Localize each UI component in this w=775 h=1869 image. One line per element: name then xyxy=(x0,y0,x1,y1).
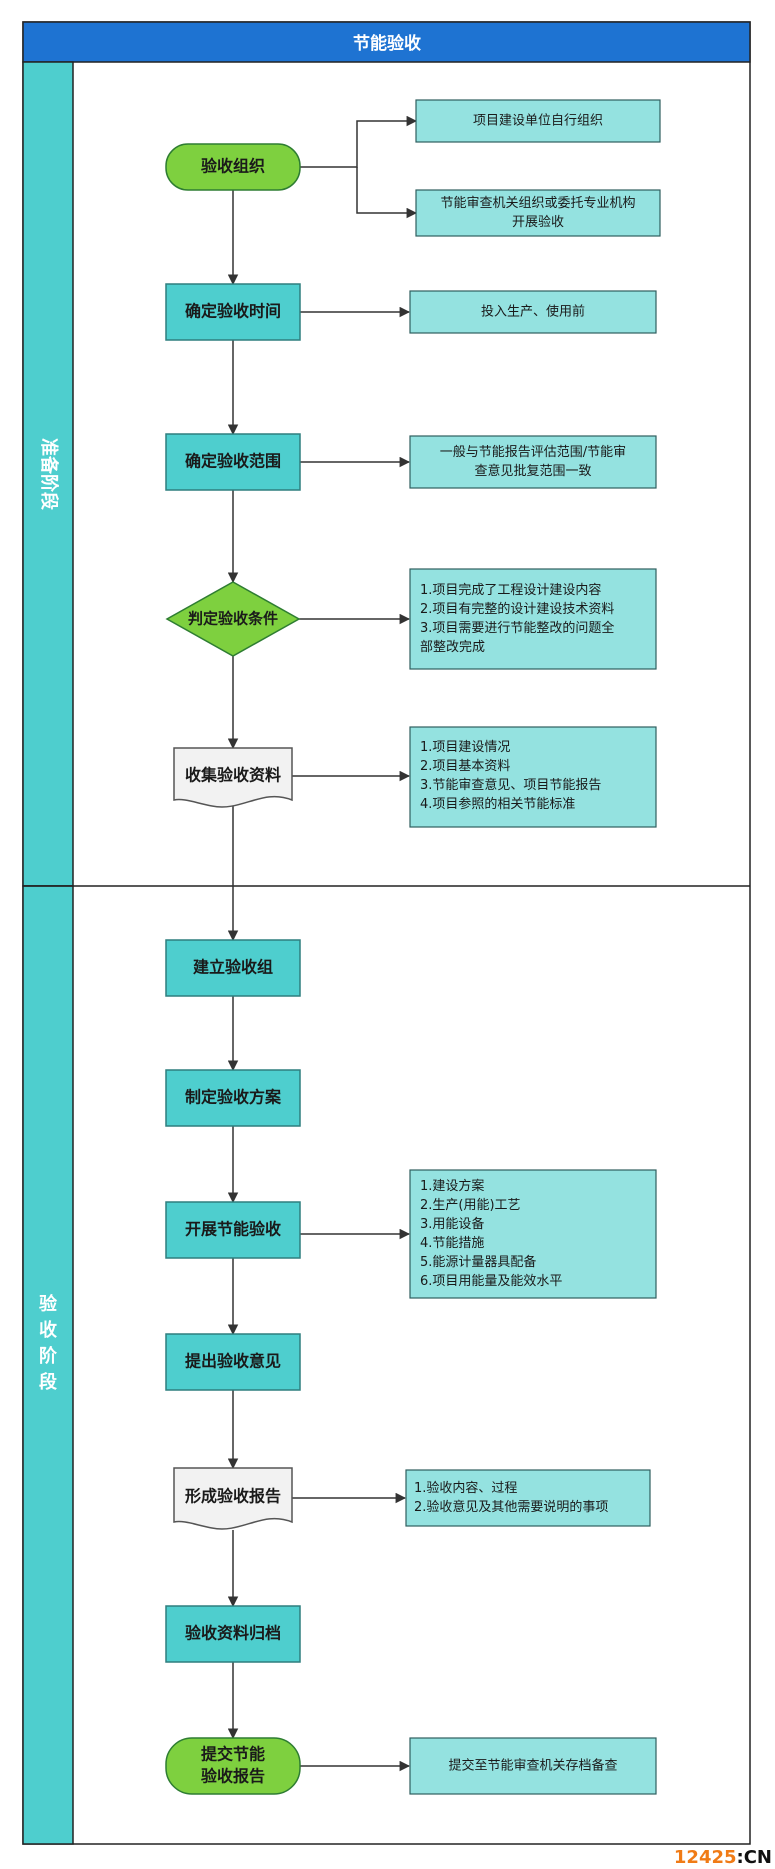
lane-accept-char: 段 xyxy=(39,1371,58,1393)
text-line: 5.能源计量器具配备 xyxy=(420,1254,536,1270)
lane-prep-band xyxy=(22,61,74,887)
text-line: 开展节能验收 xyxy=(185,1220,281,1239)
lane-accept-char: 验 xyxy=(39,1293,58,1315)
text-line: 建立验收组 xyxy=(193,958,273,977)
text-line: 收集验收资料 xyxy=(185,766,281,785)
process-node: 开展节能验收 xyxy=(165,1201,301,1259)
text-line: 形成验收报告 xyxy=(185,1487,281,1506)
text-line: 确定验收时间 xyxy=(185,302,281,321)
header-bar xyxy=(22,21,751,63)
text-line: 节能审查机关组织或委托专业机构 xyxy=(440,196,635,211)
text-line: 2.生产(用能)工艺 xyxy=(420,1198,521,1213)
text-line: 项目建设单位自行组织 xyxy=(473,114,603,129)
note-report: 1.验收内容、过程 2.验收意见及其他需要说明的事项 xyxy=(414,1480,608,1515)
note-box: 提交至节能审查机关存档备查 xyxy=(409,1737,657,1795)
note-conditions: 1.项目完成了工程设计建设内容 2.项目有完整的设计建设技术资料 3.项目需要进行节… xyxy=(420,582,614,655)
lane-accept-band xyxy=(22,885,74,1845)
node-form-report: 形成验收报告 xyxy=(185,1487,281,1506)
text-line: 1.项目建设情况 xyxy=(420,740,510,755)
text-line: 确定验收范围 xyxy=(185,452,281,471)
text-line: 提交至节能审查机关存档备查 xyxy=(448,1758,617,1774)
node-archive: 验收资料归档 xyxy=(185,1624,281,1643)
text-line: 3.项目需要进行节能整改的问题全 xyxy=(420,620,614,636)
document-node: 收集验收资料 xyxy=(173,747,293,808)
node-submit-report: 提交节能验收报告 xyxy=(201,1745,265,1786)
text-line: 4.节能措施 xyxy=(420,1236,484,1251)
text-line: 3.节能审查意见、项目节能报告 xyxy=(420,777,601,793)
note-box: 1.项目完成了工程设计建设内容 2.项目有完整的设计建设技术资料 3.项目需要进行节… xyxy=(409,568,657,670)
text-line: 部整改完成 xyxy=(420,640,485,655)
process-node: 建立验收组 xyxy=(165,939,301,997)
text-line: 4.项目参照的相关节能标准 xyxy=(420,796,575,812)
node-acceptance-org: 验收组织 xyxy=(201,157,265,176)
process-node: 验收资料归档 xyxy=(165,1605,301,1663)
text-line: 2.验收意见及其他需要说明的事项 xyxy=(414,1499,608,1515)
note-box: 1.验收内容、过程 2.验收意见及其他需要说明的事项 xyxy=(405,1469,651,1527)
note-box: 节能审查机关组织或委托专业机构开展验收 xyxy=(415,189,661,237)
note-scope: 一般与节能报告评估范围/节能审查意见批复范围一致 xyxy=(440,444,626,479)
process-node: 确定验收时间 xyxy=(165,283,301,341)
note-submit: 提交至节能审查机关存档备查 xyxy=(448,1758,617,1774)
process-node: 确定验收范围 xyxy=(165,433,301,491)
process-node: 制定验收方案 xyxy=(165,1069,301,1127)
terminal-node: 验收组织 xyxy=(165,143,301,191)
text-line: 3.用能设备 xyxy=(420,1216,484,1232)
text-line: 验收组织 xyxy=(201,157,265,176)
note-box: 一般与节能报告评估范围/节能审查意见批复范围一致 xyxy=(409,435,657,489)
text-line: 2.项目有完整的设计建设技术资料 xyxy=(420,601,614,617)
text-line: 验收资料归档 xyxy=(185,1624,281,1643)
terminal-node: 提交节能验收报告 xyxy=(165,1737,301,1795)
process-node: 提出验收意见 xyxy=(165,1333,301,1391)
diagram-title: 节能验收 xyxy=(353,33,421,54)
node-raise-opinions: 提出验收意见 xyxy=(185,1352,281,1371)
text-line: 判定验收条件 xyxy=(188,610,278,628)
node-determine-conditions: 判定验收条件 xyxy=(188,610,278,628)
text-line: 1.建设方案 xyxy=(420,1178,484,1194)
node-make-plan: 制定验收方案 xyxy=(185,1088,282,1107)
note-carry-out: 1.建设方案 2.生产(用能)工艺 3.用能设备 4.节能措施 5.能源计量器具配备 6.… xyxy=(420,1178,562,1289)
text-line: 提交节能 xyxy=(201,1745,265,1764)
note-time: 投入生产、使用前 xyxy=(481,304,585,320)
note-materials: 1.项目建设情况 2.项目基本资料 3.节能审查意见、项目节能报告 4.项目参照的相关… xyxy=(420,740,601,812)
decision-node: 判定验收条件 xyxy=(165,581,301,657)
text-line: 查意见批复范围一致 xyxy=(474,463,591,479)
text-line: 2.项目基本资料 xyxy=(420,759,510,774)
note-box: 项目建设单位自行组织 xyxy=(415,99,661,143)
watermark-number: 12425 xyxy=(674,1847,737,1868)
connectors xyxy=(227,115,418,1772)
lane-prep-label: 准备阶段 xyxy=(38,438,60,511)
node-carry-out: 开展节能验收 xyxy=(185,1220,281,1239)
text-line: 验收报告 xyxy=(201,1767,265,1786)
document-node: 形成验收报告 xyxy=(173,1467,293,1530)
text-line: 1.项目完成了工程设计建设内容 xyxy=(420,582,601,598)
node-establish-group: 建立验收组 xyxy=(193,958,273,977)
text-line: 1.验收内容、过程 xyxy=(414,1480,517,1496)
text-line: 一般与节能报告评估范围/节能审 xyxy=(440,444,626,460)
lane-accept-char: 收 xyxy=(39,1319,57,1341)
watermark-suffix: :CN xyxy=(737,1847,772,1868)
note-entrust: 节能审查机关组织或委托专业机构开展验收 xyxy=(440,196,635,230)
text-line: 开展验收 xyxy=(512,214,564,230)
watermark: 12425:CN xyxy=(674,1847,772,1868)
node-collect-materials: 收集验收资料 xyxy=(185,766,281,785)
note-box: 1.建设方案 2.生产(用能)工艺 3.用能设备 4.节能措施 5.能源计量器具配备 6.… xyxy=(409,1169,657,1299)
text-line: 投入生产、使用前 xyxy=(481,304,585,320)
note-box: 1.项目建设情况 2.项目基本资料 3.节能审查意见、项目节能报告 4.项目参照的相关… xyxy=(409,726,657,828)
text-line: 6.项目用能量及能效水平 xyxy=(420,1274,562,1289)
lane-accept-char: 阶 xyxy=(39,1345,58,1367)
text-line: 制定验收方案 xyxy=(185,1088,282,1107)
node-determine-time: 确定验收时间 xyxy=(185,302,281,321)
note-box: 投入生产、使用前 xyxy=(409,290,657,334)
note-self-organize: 项目建设单位自行组织 xyxy=(473,114,603,129)
node-determine-scope: 确定验收范围 xyxy=(185,452,281,471)
text-line: 提出验收意见 xyxy=(185,1352,281,1371)
